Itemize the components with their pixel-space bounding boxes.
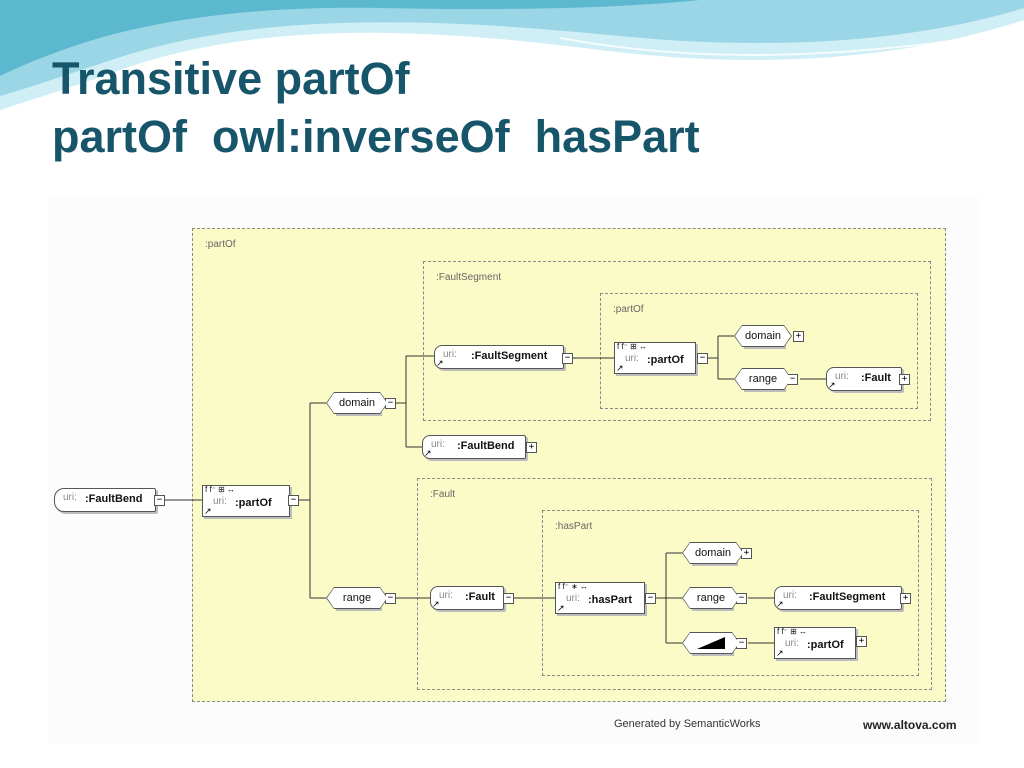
uri-label: uri: [439,590,453,601]
altova-site-label: www.altova.com [863,718,957,732]
property-name: :hasPart [588,594,633,606]
part-of-property-node[interactable]: f f⁻ ⊞ ↔ uri: :partOf ↗ [202,485,290,517]
frame-fault-segment: :FaultSegment [423,261,931,421]
frame-part-of: :partOf [192,228,946,702]
expand-icon[interactable]: + [793,331,804,342]
domain-label: domain [694,547,732,559]
uri-label: uri: [566,593,580,604]
fault-segment-class-node[interactable]: uri: :FaultSegment ↗ [434,345,564,369]
uri-label: uri: [213,496,227,507]
frame-fault-segment-label: :FaultSegment [436,272,502,283]
collapse-icon[interactable]: − [503,593,514,604]
range-node[interactable]: range [326,587,388,609]
link-arrow-icon: ↗ [616,363,624,373]
has-part-domain-node[interactable]: domain [682,542,744,564]
collapse-icon[interactable]: − [697,353,708,364]
range-label: range [696,592,726,604]
class-name: :FaultBend [457,440,515,452]
slide-title-line-2: partOf owl:inverseOf hasPart [52,111,700,162]
domain-label: domain [744,330,782,342]
inner-fault-class-node[interactable]: uri: :Fault ↗ [826,367,902,391]
class-name: :FaultSegment [471,350,548,362]
slide-title: Transitive partOf partOf owl:inverseOf h… [52,50,700,166]
expand-icon[interactable]: + [899,374,910,385]
link-arrow-icon: ↗ [432,599,440,609]
frame-part-of-label: :partOf [205,239,236,250]
fault-class-node[interactable]: uri: :Fault ↗ [430,586,504,610]
uri-label: uri: [625,353,639,364]
expand-icon[interactable]: + [900,593,911,604]
fault-segment-range-node[interactable]: uri: :FaultSegment ↗ [774,586,902,610]
property-flags: f f⁻ ∗ ↔ [558,582,589,591]
link-arrow-icon: ↗ [204,506,212,516]
frame-inner-part-of-label: :partOf [613,304,644,315]
range-label: range [748,373,778,385]
link-arrow-icon: ↗ [828,380,836,390]
collapse-icon[interactable]: − [288,495,299,506]
frame-has-part-label: :hasPart [555,521,593,532]
link-arrow-icon: ↗ [424,448,432,458]
uri-label: uri: [783,590,797,601]
generated-by-label: Generated by SemanticWorks [614,718,761,730]
frame-fault: :Fault [417,478,932,690]
has-part-range-node[interactable]: range [682,587,740,609]
property-name: :partOf [235,497,272,509]
link-arrow-icon: ↗ [436,358,444,368]
frame-fault-label: :Fault [430,489,456,500]
domain-node[interactable]: domain [326,392,388,414]
property-flags: f f⁻ ⊞ ↔ [777,627,808,636]
collapse-icon[interactable]: − [154,495,165,506]
link-arrow-icon: ↗ [557,603,565,613]
frame-inner-part-of: :partOf [600,293,918,409]
range-label: range [342,592,372,604]
expand-icon[interactable]: + [526,442,537,453]
inner-range-node[interactable]: range [734,368,792,390]
uri-label: uri: [431,439,445,450]
header-wave-decoration [0,0,1024,110]
link-arrow-icon: ↗ [776,599,784,609]
link-arrow-icon: ↗ [776,648,784,658]
expand-icon[interactable]: + [856,636,867,647]
uri-label: uri: [443,349,457,360]
frame-has-part: :hasPart [542,510,919,676]
slide-title-line-1: Transitive partOf [52,53,410,104]
fault-bend-class-node[interactable]: uri: :FaultBend ↗ [422,435,526,459]
class-name: :Fault [861,372,891,384]
property-flags: f f⁻ ⊞ ↔ [617,342,648,351]
property-name: :partOf [807,639,844,651]
class-name: :Fault [465,591,495,603]
collapse-icon[interactable]: − [645,593,656,604]
property-name: :partOf [647,354,684,366]
uri-label: uri: [835,371,849,382]
inverse-of-node[interactable] [682,632,740,654]
domain-label: domain [338,397,376,409]
property-flags: f f⁻ ⊞ ↔ [205,485,236,494]
class-name: :FaultSegment [809,591,886,603]
uri-label: uri: [785,638,799,649]
inverse-part-of-property-node[interactable]: f f⁻ ⊞ ↔ uri: :partOf ↗ [774,627,856,659]
inverse-of-icon [697,637,725,649]
has-part-property-node[interactable]: f f⁻ ∗ ↔ uri: :hasPart ↗ [555,582,645,614]
ontology-diagram: :partOf :FaultSegment :partOf :Fault :ha… [48,198,980,744]
collapse-icon[interactable]: − [562,353,573,364]
fault-bend-root-node[interactable]: uri: :FaultBend [54,488,156,512]
uri-label: uri: [63,492,77,503]
class-name: :FaultBend [85,493,143,505]
inner-domain-node[interactable]: domain [734,325,792,347]
inner-part-of-property-node[interactable]: f f⁻ ⊞ ↔ uri: :partOf ↗ [614,342,696,374]
